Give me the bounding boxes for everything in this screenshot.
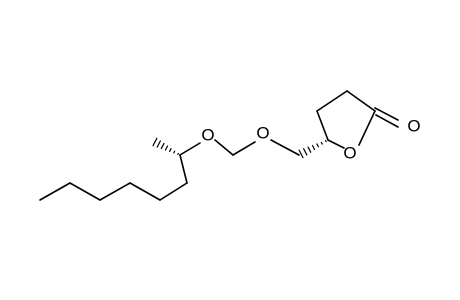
bond-c4-c5 [129, 182, 161, 201]
bond-carbonyl-a [374, 107, 399, 121]
bond-c1-c2 [39, 182, 71, 201]
bond-carbonyl-b [375, 114, 399, 128]
acetal-linker [179, 139, 300, 156]
bond-c2-c3 [69, 182, 101, 201]
ring-oxygen-label: O [343, 144, 356, 163]
hash-stroke [152, 137, 158, 147]
bond-c5-c6 [159, 182, 188, 201]
ether-oxygen-1-label: O [201, 126, 214, 145]
hash-stroke [316, 143, 319, 148]
bond-oring-c5r [327, 139, 345, 149]
bond-c5r-c4r [316, 110, 329, 141]
bond-c3-c4 [99, 182, 131, 201]
hash-stroke [311, 144, 316, 151]
bond-ch2-o2 [232, 141, 256, 156]
bond-c4r-c3r [316, 90, 348, 112]
hash-stroke [298, 149, 304, 159]
stereo-hash-methyl [152, 137, 179, 156]
hash-stroke [173, 150, 176, 154]
hash-stroke [177, 152, 179, 156]
bond-c2r-oring [358, 110, 376, 146]
hash-stroke [320, 141, 323, 145]
hash-stroke [325, 139, 327, 143]
hash-stroke [156, 140, 162, 148]
hash-stroke [160, 142, 165, 150]
bond-o2-ch2b [270, 139, 300, 156]
stereo-hash-ring [298, 139, 327, 159]
hash-stroke [169, 147, 172, 153]
ether-oxygen-2-label: O [256, 124, 269, 143]
bond-c6-c7 [179, 154, 188, 184]
lactone-ring [316, 90, 399, 149]
bond-c7-o1 [179, 142, 201, 156]
carbonyl-oxygen-label: O [407, 117, 420, 136]
hash-stroke [302, 148, 308, 156]
bond-o1-ch2 [214, 139, 234, 156]
alkyl-chain [39, 154, 188, 201]
hash-stroke [307, 146, 312, 153]
bond-c3r-c2r [346, 90, 376, 112]
hash-stroke [164, 145, 169, 151]
